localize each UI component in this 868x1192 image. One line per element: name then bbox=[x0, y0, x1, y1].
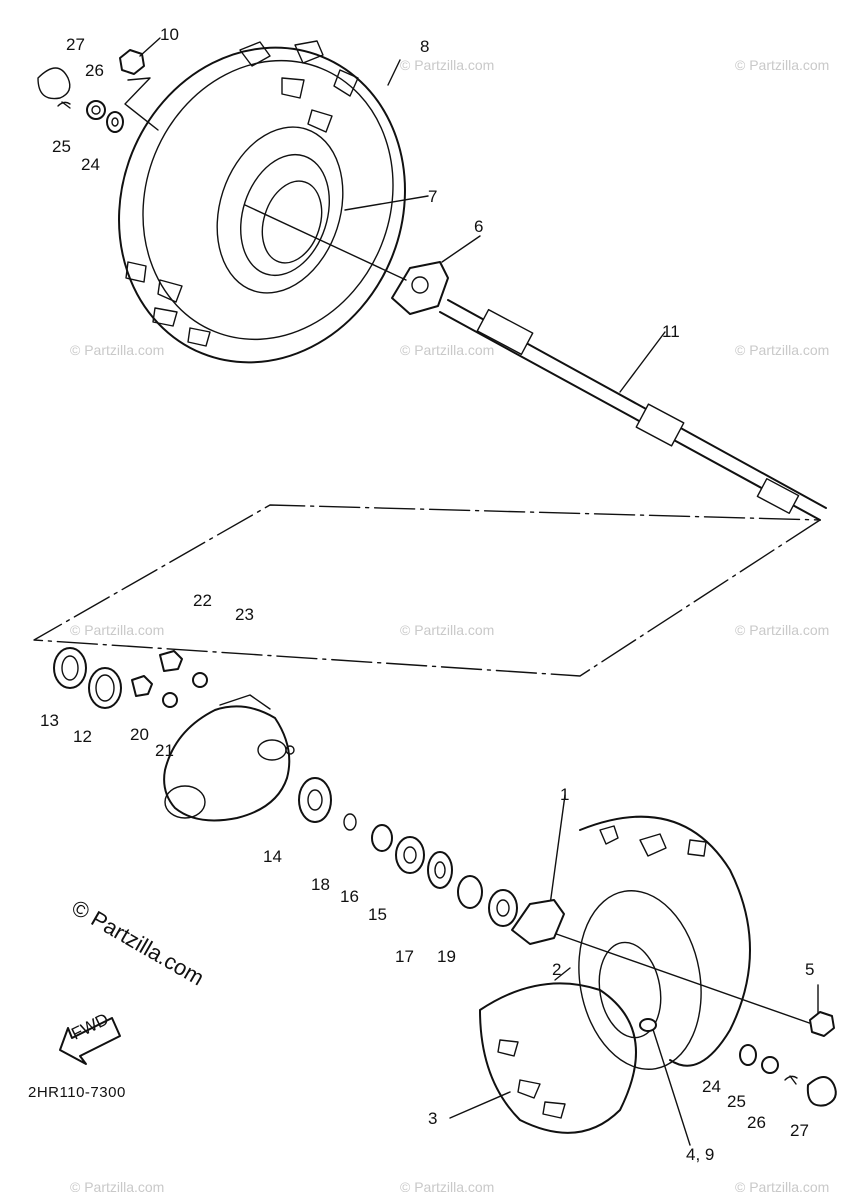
callout-25-bottom: 25 bbox=[727, 1092, 746, 1111]
callout-25-top: 25 bbox=[52, 137, 71, 156]
watermark-main: © Partzilla.com bbox=[68, 895, 209, 991]
callout-10: 10 bbox=[160, 25, 179, 44]
callout-27-top: 27 bbox=[66, 35, 85, 54]
callout-26-bottom: 26 bbox=[747, 1113, 766, 1132]
watermark-text: © Partzilla.com bbox=[400, 622, 494, 638]
callout-18: 18 bbox=[311, 875, 330, 894]
callout-6: 6 bbox=[474, 217, 483, 236]
watermark-text: © Partzilla.com bbox=[735, 622, 829, 638]
callout-8: 8 bbox=[420, 37, 429, 56]
callout-4-9: 4, 9 bbox=[686, 1145, 714, 1164]
watermark-text: © Partzilla.com bbox=[70, 622, 164, 638]
hub-top-drawing bbox=[391, 261, 449, 315]
callout-21: 21 bbox=[155, 741, 174, 760]
callout-labels: 1 2 3 4, 9 5 6 7 8 10 11 12 13 14 15 16 … bbox=[40, 25, 814, 1164]
callout-20: 20 bbox=[130, 725, 149, 744]
leader-lines bbox=[124, 37, 819, 1146]
callout-16: 16 bbox=[340, 887, 359, 906]
callout-23: 23 bbox=[235, 605, 254, 624]
callout-17: 17 bbox=[395, 947, 414, 966]
top-hardware-drawing bbox=[37, 49, 145, 133]
watermark-text: © Partzilla.com bbox=[400, 57, 494, 73]
bottom-hardware-drawing bbox=[739, 1011, 837, 1107]
callout-5: 5 bbox=[805, 960, 814, 979]
watermark-text: © Partzilla.com bbox=[400, 342, 494, 358]
callout-12: 12 bbox=[73, 727, 92, 746]
differential-drawing bbox=[163, 694, 295, 822]
watermark-text: © Partzilla.com bbox=[735, 1179, 829, 1192]
callout-14: 14 bbox=[263, 847, 282, 866]
watermark-text: © Partzilla.com bbox=[735, 342, 829, 358]
callout-27-bottom: 27 bbox=[790, 1121, 809, 1140]
callout-22: 22 bbox=[193, 591, 212, 610]
callout-11: 11 bbox=[662, 322, 680, 341]
callout-1: 1 bbox=[560, 785, 569, 804]
assembly-bracket bbox=[33, 504, 821, 677]
rear-wheel-left-drawing bbox=[118, 40, 406, 364]
callout-19: 19 bbox=[437, 947, 456, 966]
callout-15: 15 bbox=[368, 905, 387, 924]
axle-shaft-drawing bbox=[439, 299, 827, 521]
watermark-text: © Partzilla.com bbox=[735, 57, 829, 73]
callout-24-bottom: 24 bbox=[702, 1077, 721, 1096]
watermark-layer: © Partzilla.com © Partzilla.com © Partzi… bbox=[70, 57, 829, 1192]
fwd-arrow-icon: FWD bbox=[59, 1010, 121, 1065]
callout-26-top: 26 bbox=[85, 61, 104, 80]
watermark-text: © Partzilla.com bbox=[70, 342, 164, 358]
watermark-text: © Partzilla.com bbox=[400, 1179, 494, 1192]
watermark-text: © Partzilla.com bbox=[70, 1179, 164, 1192]
seal-bearing-parts bbox=[53, 647, 518, 927]
callout-24-top: 24 bbox=[81, 155, 100, 174]
callout-13: 13 bbox=[40, 711, 59, 730]
callout-3: 3 bbox=[428, 1109, 437, 1128]
diagram-code: 2HR110-7300 bbox=[28, 1084, 126, 1101]
rear-wheel-right-drawing bbox=[479, 815, 751, 1134]
callout-7: 7 bbox=[428, 187, 437, 206]
callout-2: 2 bbox=[552, 960, 561, 979]
